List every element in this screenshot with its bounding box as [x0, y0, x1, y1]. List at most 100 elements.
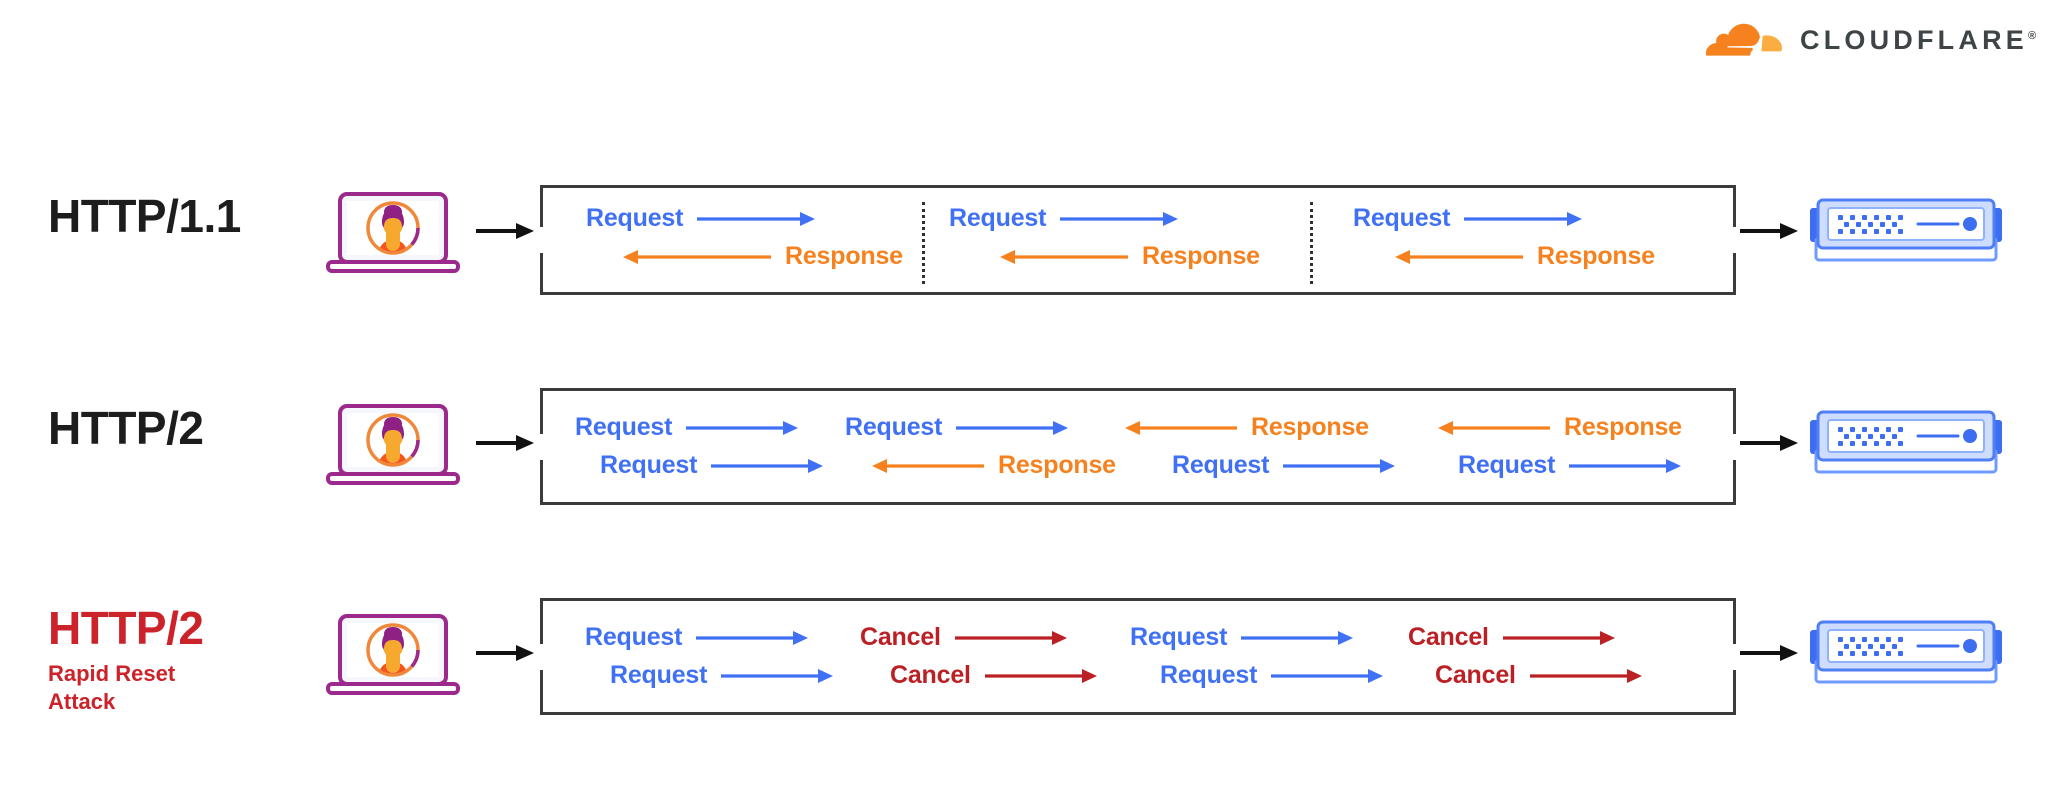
request-arrow-right-icon [697, 210, 816, 228]
flow-label-cancel: Cancel [1408, 623, 1489, 651]
flow-label-request: Request [1353, 204, 1451, 232]
box-left-gap [539, 643, 545, 670]
request-arrow-right-icon [711, 457, 824, 475]
protocol-flow-box-http11: Request Request Request Response Respons… [539, 185, 1737, 295]
protocol-sublabel-line2: Attack [48, 688, 116, 714]
flow-label-request: Request [1172, 451, 1270, 479]
protocol-label-http2: HTTP/2 [48, 402, 204, 454]
protocol-label-http11: HTTP/1.1 [48, 190, 241, 242]
flow-label-request: Request [610, 661, 708, 689]
box-right-gap [1731, 433, 1737, 460]
client-laptop-icon [318, 400, 468, 496]
flow-request-r2-l1-i0: Request [610, 661, 834, 689]
request-arrow-right-icon [696, 629, 809, 647]
protocol-row-http11: HTTP/1.1 Request Request Request [0, 160, 2048, 305]
flow-response-r1-l1-i1: Response [872, 453, 1116, 478]
client-laptop-icon [318, 188, 468, 284]
flow-request-r2-l0-i0: Request [585, 623, 809, 651]
request-arrow-right-icon [1060, 210, 1179, 228]
flow-request-r1-l1-i2: Request [1172, 451, 1396, 479]
cancel-arrow-right-icon [1529, 667, 1642, 685]
request-arrow-right-icon [686, 419, 799, 437]
segment-divider-1 [922, 202, 925, 284]
cloudflare-wordmark-text: CLOUDFLARE [1800, 24, 2028, 55]
request-arrow-right-icon [1464, 210, 1583, 228]
response-arrow-left-icon [623, 248, 771, 266]
flow-label-response: Response [1564, 413, 1682, 441]
client-to-box-arrow-icon [476, 642, 534, 664]
flow-response-r0-l1-i1: Response [1000, 244, 1260, 269]
flow-cancel-r2-l1-i3: Cancel [1435, 663, 1642, 688]
server-rack-icon [1806, 612, 2006, 694]
cloudflare-cloud-icon [1694, 18, 1786, 62]
flow-cancel-r2-l0-i3: Cancel [1408, 625, 1615, 650]
segment-divider-2 [1310, 202, 1313, 284]
cancel-arrow-right-icon [954, 629, 1067, 647]
flow-label-request: Request [1130, 623, 1228, 651]
protocol-flow-box-http2-rapid-reset: Request Cancel Request Cancel Request Ca… [539, 598, 1737, 715]
flow-label-request: Request [1458, 451, 1556, 479]
box-to-server-arrow-icon [1740, 432, 1798, 454]
flow-label-request: Request [575, 413, 673, 441]
box-left-gap [539, 227, 545, 253]
flow-label-request: Request [586, 204, 684, 232]
response-arrow-left-icon [1125, 419, 1237, 437]
flow-label-response: Response [998, 451, 1116, 479]
flow-label-request: Request [585, 623, 683, 651]
flow-request-r0-l0-i1: Request [949, 204, 1179, 232]
client-laptop-icon [318, 610, 468, 706]
response-arrow-left-icon [872, 457, 984, 475]
response-arrow-left-icon [1438, 419, 1550, 437]
flow-request-r1-l1-i0: Request [600, 451, 824, 479]
flow-label-cancel: Cancel [860, 623, 941, 651]
flow-request-r2-l1-i2: Request [1160, 661, 1384, 689]
box-right-gap [1731, 643, 1737, 670]
client-to-box-arrow-icon [476, 432, 534, 454]
protocol-row-http2: HTTP/2 Request Request Response Resp [0, 372, 2048, 517]
flow-label-response: Response [1537, 242, 1655, 270]
box-left-gap [539, 433, 545, 460]
cancel-arrow-right-icon [1502, 629, 1615, 647]
response-arrow-left-icon [1395, 248, 1523, 266]
server-rack-icon [1806, 190, 2006, 272]
flow-response-r1-l0-i2: Response [1125, 415, 1369, 440]
flow-label-cancel: Cancel [890, 661, 971, 689]
flow-label-response: Response [785, 242, 903, 270]
response-arrow-left-icon [1000, 248, 1128, 266]
flow-request-r0-l0-i0: Request [586, 204, 816, 232]
flow-response-r1-l0-i3: Response [1438, 415, 1682, 440]
flow-cancel-r2-l1-i1: Cancel [890, 663, 1097, 688]
box-to-server-arrow-icon [1740, 220, 1798, 242]
flow-label-request: Request [949, 204, 1047, 232]
flow-request-r1-l1-i3: Request [1458, 451, 1682, 479]
flow-response-r0-l1-i2: Response [1395, 244, 1655, 269]
flow-request-r2-l0-i2: Request [1130, 623, 1354, 651]
request-arrow-right-icon [1241, 629, 1354, 647]
flow-label-request: Request [600, 451, 698, 479]
cloudflare-wordmark: CLOUDFLARE® [1800, 24, 2037, 55]
protocol-sublabel-line1: Rapid Reset [48, 661, 176, 686]
flow-label-response: Response [1142, 242, 1260, 270]
flow-label-response: Response [1251, 413, 1369, 441]
request-arrow-right-icon [1271, 667, 1384, 685]
request-arrow-right-icon [1283, 457, 1396, 475]
flow-request-r0-l0-i2: Request [1353, 204, 1583, 232]
flow-request-r1-l0-i0: Request [575, 413, 799, 441]
flow-cancel-r2-l0-i1: Cancel [860, 625, 1067, 650]
flow-request-r1-l0-i1: Request [845, 413, 1069, 441]
request-arrow-right-icon [1569, 457, 1682, 475]
flow-label-request: Request [1160, 661, 1258, 689]
box-to-server-arrow-icon [1740, 642, 1798, 664]
request-arrow-right-icon [956, 419, 1069, 437]
flow-label-request: Request [845, 413, 943, 441]
client-to-box-arrow-icon [476, 220, 534, 242]
cloudflare-logo: CLOUDFLARE® [1694, 18, 2036, 62]
flow-label-cancel: Cancel [1435, 661, 1516, 689]
server-rack-icon [1806, 402, 2006, 484]
box-right-gap [1731, 227, 1737, 253]
registered-trademark-icon: ® [2027, 29, 2037, 42]
request-arrow-right-icon [721, 667, 834, 685]
